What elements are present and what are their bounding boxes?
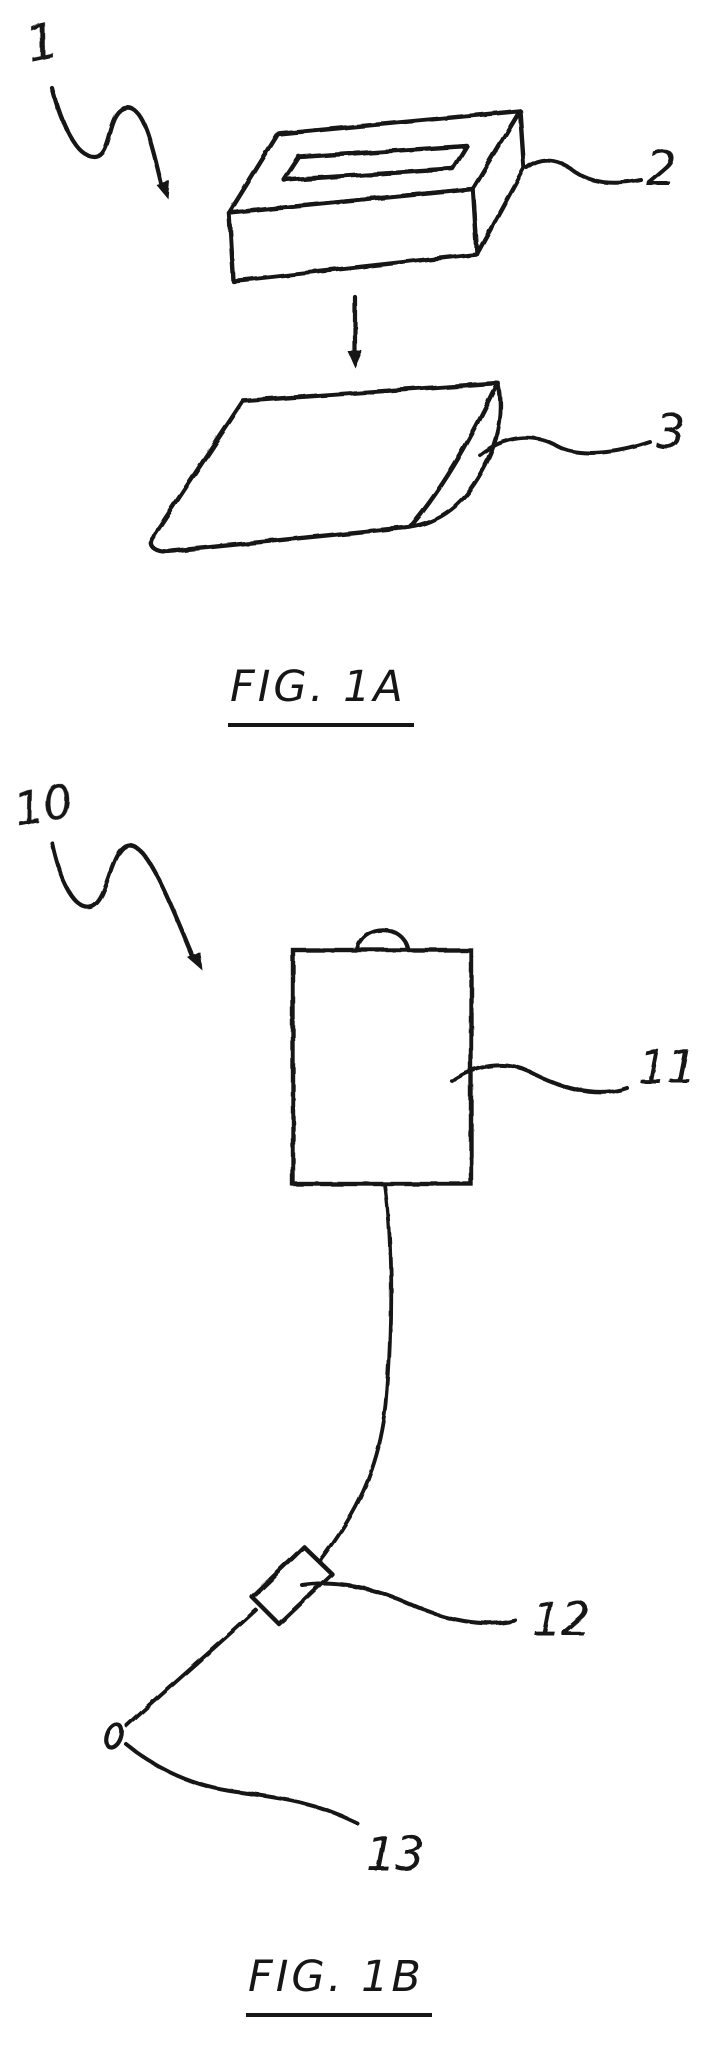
leader-line-2	[525, 158, 643, 185]
bag-body-outline	[290, 947, 474, 1187]
figure-1a-caption: FIG. 1A	[228, 662, 414, 727]
tube-tip	[104, 1722, 124, 1750]
ref-label-11: 11	[638, 1040, 697, 1094]
ref-label-13: 13	[366, 1827, 425, 1881]
ref-label-1: 1	[20, 10, 63, 73]
figure-1a-drawing: 1 2 3	[20, 10, 685, 554]
pad-rolled-edge-line	[408, 380, 501, 529]
tube-lower-segment	[125, 1608, 258, 1728]
connector-body	[249, 1544, 335, 1627]
reference-arrowhead-1	[156, 181, 170, 199]
figure-1b-caption: FIG. 1B	[246, 1952, 432, 2017]
box-slot-opening	[281, 143, 470, 183]
leader-line-11	[450, 1063, 629, 1095]
box-front-face	[226, 186, 480, 284]
tube-upper-segment	[316, 1183, 393, 1566]
figure-1b-drawing: 10 11 12 13	[10, 774, 697, 1881]
insertion-arrowhead	[347, 351, 363, 368]
reference-arrowhead-10	[188, 952, 202, 970]
leader-line-12	[300, 1581, 517, 1626]
ref-label-2: 2	[646, 141, 677, 197]
reference-arrow-1	[49, 85, 164, 186]
ref-label-10: 10	[10, 774, 77, 837]
ref-label-12: 12	[532, 1592, 591, 1646]
pad-outline	[148, 380, 503, 554]
reference-arrow-10	[49, 840, 196, 960]
ref-label-3: 3	[656, 405, 685, 459]
hanger-loop	[355, 927, 410, 952]
leader-line-13	[124, 1742, 359, 1825]
leader-line-3	[478, 435, 652, 457]
